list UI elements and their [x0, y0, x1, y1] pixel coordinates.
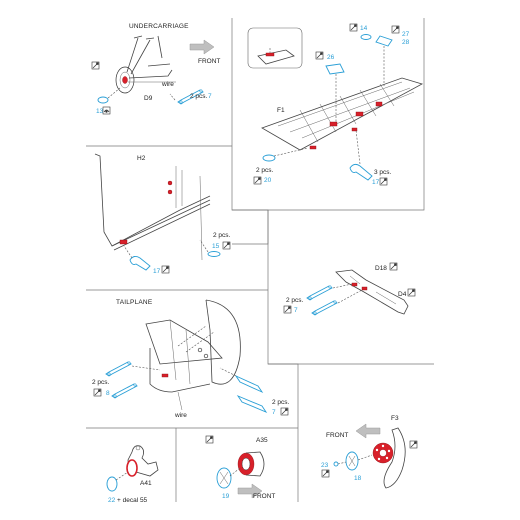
pe-icon-17	[379, 177, 388, 186]
washer-part-20	[262, 154, 276, 162]
panel-f3: FRONT F3 18 23	[321, 415, 418, 489]
a35-front-label: FRONT	[253, 493, 275, 500]
wing-pe-28: 28	[402, 39, 410, 46]
disc-part-14	[360, 34, 372, 40]
wire-label: wire	[161, 81, 174, 88]
panel-undercarriage: UNDERCARRIAGE FRONT wire D9 2 pcs. 7 13	[91, 23, 220, 115]
undercarriage-front-label: FRONT	[198, 58, 220, 65]
pe-icon-7b	[280, 407, 289, 416]
tailplane-title: TAILPLANE	[116, 299, 153, 306]
washer-part-15	[207, 251, 221, 257]
f3-front-label: FRONT	[326, 432, 348, 439]
front-arrow-icon	[189, 39, 215, 55]
horn-part-17	[349, 163, 373, 181]
ring-part-22	[106, 476, 118, 492]
a41-drawing	[126, 445, 159, 477]
a41-decal-note: + decal 55	[117, 497, 148, 504]
strut-part-7a	[306, 285, 333, 301]
d18-drawing	[335, 269, 409, 315]
tailplane-pe-8: 8	[106, 390, 110, 397]
panel-frames	[86, 18, 434, 502]
pe-icon-f3	[409, 440, 418, 449]
landing-gear-drawing	[115, 35, 176, 94]
strut-part-7b	[311, 300, 338, 316]
a35-pe-19: 19	[222, 493, 230, 500]
part-d4-label: D4	[398, 291, 407, 298]
a35-drawing	[237, 451, 265, 477]
tailplane-qty-left: 2 pcs.	[92, 379, 110, 386]
part-h2-label: H2	[137, 155, 146, 162]
h2-pe-17: 17	[153, 268, 161, 275]
panel-wing: 14 27 28 26 F1 2 pcs. 20 3 pcs. 17	[247, 23, 424, 186]
wing-qty-right: 3 pcs.	[374, 169, 392, 176]
plate-part-26	[325, 63, 345, 75]
strut-part-7c	[234, 374, 264, 394]
pe-icon-14	[349, 23, 358, 32]
wing-pe-20: 20	[264, 177, 272, 184]
strut-part-7d	[236, 395, 268, 413]
part-d9-label: D9	[144, 95, 153, 102]
tailplane-pe-7: 7	[272, 409, 276, 416]
tailplane-qty-right: 2 pcs.	[272, 399, 290, 406]
part-a41-label: A41	[140, 480, 152, 487]
f3-drawing	[372, 427, 406, 489]
front-arrow-icon-f3	[355, 423, 381, 439]
pe-icon-17b	[161, 265, 170, 274]
pe-icon-26	[315, 51, 324, 60]
a41-pe-22: 22	[108, 497, 116, 504]
d18-qty-label: 2 pcs.	[286, 297, 304, 304]
photo-etch-icon	[91, 61, 100, 70]
pe-icon-7	[283, 305, 292, 314]
wing-qty-left: 2 pcs.	[256, 167, 274, 174]
wing-pe-26: 26	[327, 54, 335, 61]
pe-icon-27-28	[391, 25, 400, 34]
pe-icon-15	[222, 241, 231, 250]
wing-pe-27: 27	[402, 31, 410, 38]
plate-part-27	[375, 35, 393, 47]
wing-pe-14: 14	[360, 25, 368, 32]
horn-part-17b	[129, 255, 151, 271]
undercarriage-pe-13: 13	[96, 108, 104, 115]
panel-a41: A41 22 + decal 55	[106, 445, 159, 504]
strut-part-8b	[111, 383, 138, 399]
panel-h2: H2 2 pcs. 15 17	[94, 153, 231, 275]
h2-qty-label: 2 pcs.	[213, 232, 231, 239]
part-d18-label: D18	[375, 265, 387, 272]
pe-icon-20	[253, 176, 262, 185]
pe-icon-a35	[205, 435, 214, 444]
panel-a35: A35 19 FRONT	[205, 435, 275, 500]
wing-pe-17: 17	[372, 179, 380, 186]
part-a35-label: A35	[256, 437, 268, 444]
washer-part-13	[97, 96, 109, 104]
pe-icon-23	[321, 469, 330, 478]
detail-inset	[247, 27, 303, 69]
strut-part-8a	[105, 361, 132, 377]
part-f3-label: F3	[391, 415, 399, 422]
h2-drawing	[94, 153, 211, 261]
tailplane-drawing	[145, 299, 241, 393]
bend-icon	[102, 106, 111, 115]
undercarriage-title: UNDERCARRIAGE	[129, 23, 189, 30]
tailplane-wire-label: wire	[174, 412, 187, 419]
pe-icon-d4	[407, 288, 416, 297]
undercarriage-qty-label: 2 pcs.	[190, 93, 208, 100]
undercarriage-pe-7: 7	[208, 93, 212, 100]
d18-pe-7: 7	[294, 307, 298, 314]
part-f1-label: F1	[277, 107, 285, 114]
f3-pe-18: 18	[354, 475, 362, 482]
h2-pe-15: 15	[212, 243, 220, 250]
ring-part-23	[333, 461, 339, 467]
wing-f1-drawing	[261, 77, 424, 151]
pe-icon-8	[93, 388, 102, 397]
pe-icon-d18	[389, 262, 398, 271]
panel-tailplane: TAILPLANE 2 pcs. 8 2 pcs. 7 wire	[92, 299, 290, 419]
f3-pe-23: 23	[321, 462, 329, 469]
panel-d18: D18 D4 2 pcs. 7	[283, 262, 416, 316]
